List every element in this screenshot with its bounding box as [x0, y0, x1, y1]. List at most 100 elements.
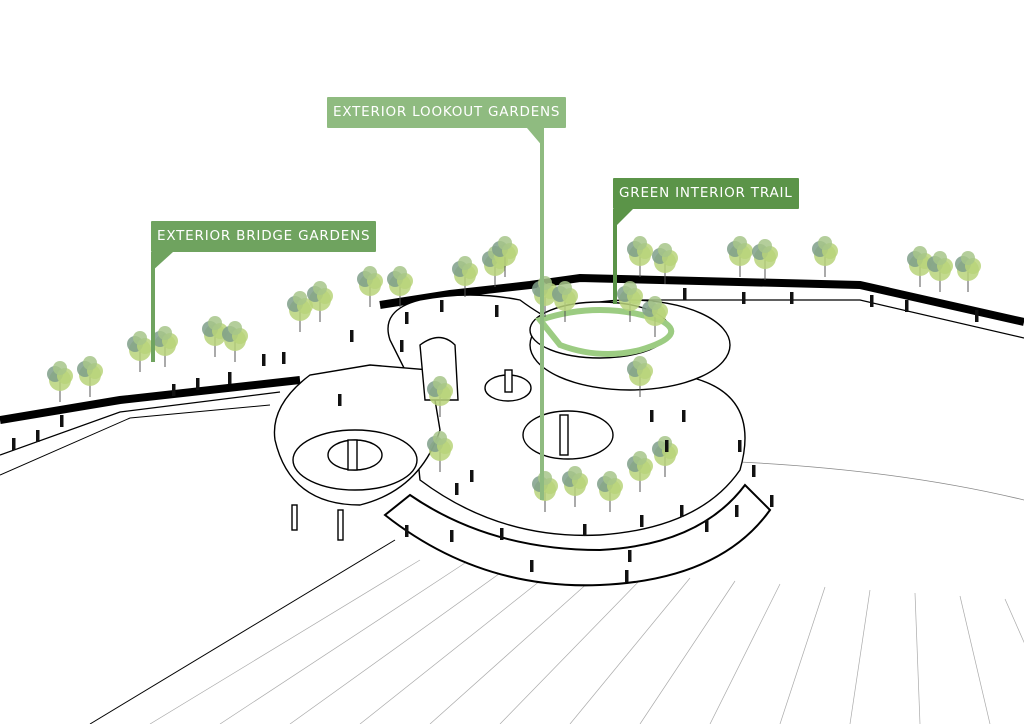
dome-edge [89, 539, 396, 724]
dome-rib [219, 562, 466, 724]
dome-rib [779, 586, 826, 724]
person [400, 340, 404, 352]
person [262, 354, 266, 366]
person [60, 415, 64, 427]
person [450, 530, 454, 542]
tree [617, 281, 643, 322]
person [12, 438, 16, 450]
person [870, 295, 874, 307]
person [650, 410, 654, 422]
person [738, 440, 742, 452]
lookout-callout-pole [540, 128, 544, 500]
trees [47, 236, 981, 512]
person [790, 292, 794, 304]
person [470, 470, 474, 482]
tree [287, 291, 313, 332]
tree [77, 356, 103, 397]
dome-rib [569, 577, 691, 724]
dome-rib [149, 559, 421, 724]
person [530, 560, 534, 572]
person [770, 495, 774, 507]
person [583, 524, 587, 536]
dome-rib [849, 589, 871, 724]
person [338, 394, 342, 406]
person [172, 384, 176, 396]
person [440, 300, 444, 312]
person [705, 520, 709, 532]
interior-callout-pole [613, 209, 617, 304]
column [347, 439, 358, 471]
dome-rib [959, 595, 991, 724]
tree [642, 296, 668, 337]
dome-rib [639, 580, 736, 724]
tree [47, 361, 73, 402]
tree [652, 436, 678, 477]
dome-roof [149, 559, 1024, 724]
person [36, 430, 40, 442]
tree [727, 236, 753, 277]
tree [427, 431, 453, 472]
building [273, 294, 772, 587]
green-trail [534, 307, 675, 357]
tree [427, 376, 453, 417]
column [504, 369, 513, 393]
person [680, 505, 684, 517]
person [500, 528, 504, 540]
people [12, 288, 979, 582]
outer-terrace [383, 483, 772, 587]
person [196, 378, 200, 390]
dome-rib [709, 583, 781, 724]
support-pillar [291, 504, 298, 531]
bridge [0, 273, 1024, 476]
tree [127, 331, 153, 372]
tree [627, 451, 653, 492]
person [495, 305, 499, 317]
lookout-callout-notch [527, 128, 544, 148]
tree [652, 243, 678, 284]
lookout-callout-label: EXTERIOR LOOKOUT GARDENS [327, 97, 567, 128]
interior-callout-notch [613, 209, 633, 229]
person [228, 372, 232, 384]
tree [452, 256, 478, 297]
dome-outline [739, 461, 1024, 501]
support-pillar [337, 509, 344, 541]
person [405, 312, 409, 324]
person [282, 352, 286, 364]
tree [955, 251, 981, 292]
tree [152, 326, 178, 367]
tree [222, 321, 248, 362]
tree [552, 281, 578, 322]
tree [562, 466, 588, 507]
tree [812, 236, 838, 277]
person [455, 483, 459, 495]
person [975, 310, 979, 322]
person [640, 515, 644, 527]
person [350, 330, 354, 342]
tree [627, 356, 653, 397]
bridge-callout-notch [151, 252, 173, 272]
column [559, 414, 569, 456]
person [735, 505, 739, 517]
tree [752, 239, 778, 280]
person [628, 550, 632, 562]
dome-rib [914, 592, 921, 724]
tree [492, 236, 518, 277]
tree [307, 281, 333, 322]
tree [357, 266, 383, 307]
person [405, 525, 409, 537]
person [665, 440, 669, 452]
tree [387, 266, 413, 307]
dome-rib [429, 571, 601, 724]
dome-rib [359, 568, 556, 724]
person [742, 292, 746, 304]
bridge-callout-label: EXTERIOR BRIDGE GARDENS [151, 221, 377, 252]
dome-rib [499, 574, 646, 724]
tree [597, 471, 623, 512]
interior-callout-label: GREEN INTERIOR TRAIL [613, 178, 799, 209]
dome-rib [1004, 598, 1024, 644]
dome-rib [289, 565, 511, 724]
bridge-callout-pole [151, 252, 155, 362]
person [683, 288, 687, 300]
